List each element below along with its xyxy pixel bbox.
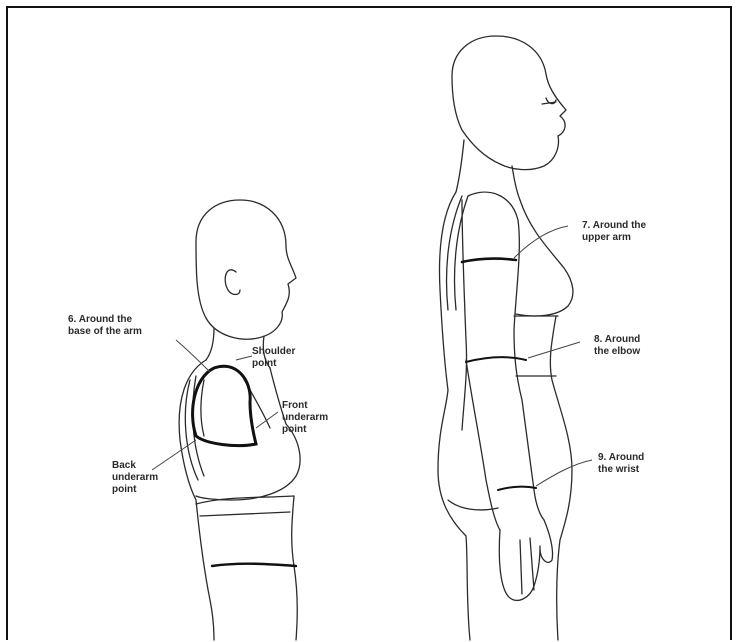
label-around-upper-arm: 7. Around the upper arm xyxy=(582,220,646,244)
leader-shoulder-point xyxy=(236,356,252,360)
label-around-elbow: 8. Around the elbow xyxy=(594,334,640,358)
left-figure-armhole-inner xyxy=(201,380,204,436)
label-front-underarm-point: Front underarm point xyxy=(282,400,328,436)
right-figure-upper-arm-band xyxy=(462,259,516,262)
right-figure-neck xyxy=(456,140,520,200)
label-around-base-of-arm: 6. Around the base of the arm xyxy=(68,314,142,338)
left-figure-armhole xyxy=(193,366,256,445)
left-figure-front xyxy=(292,496,298,640)
right-figure-elbow-band xyxy=(466,357,526,362)
right-figure-wrist-band xyxy=(498,487,536,490)
left-figure-back xyxy=(179,360,214,640)
label-back-underarm-point: Back underarm point xyxy=(112,460,158,496)
right-figure-torso-front xyxy=(550,316,572,640)
right-figure-back xyxy=(438,192,470,640)
right-figure-forearm xyxy=(466,360,544,530)
leader-elbow xyxy=(528,342,580,358)
right-figure-eye xyxy=(542,98,556,104)
label-shoulder-point: Shoulder point xyxy=(252,346,295,370)
leader-front-underarm xyxy=(256,412,278,428)
left-figure-waist xyxy=(212,564,296,566)
leader-upper-arm xyxy=(514,226,568,258)
left-figure-ear xyxy=(225,270,240,295)
right-figure-bust xyxy=(516,200,573,316)
right-figure xyxy=(438,36,573,640)
right-figure-hand xyxy=(499,520,552,600)
left-figure-head xyxy=(196,200,296,339)
leader-wrist xyxy=(536,460,592,486)
label-around-wrist: 9. Around the wrist xyxy=(598,452,644,476)
leader-arm-base xyxy=(176,340,210,372)
